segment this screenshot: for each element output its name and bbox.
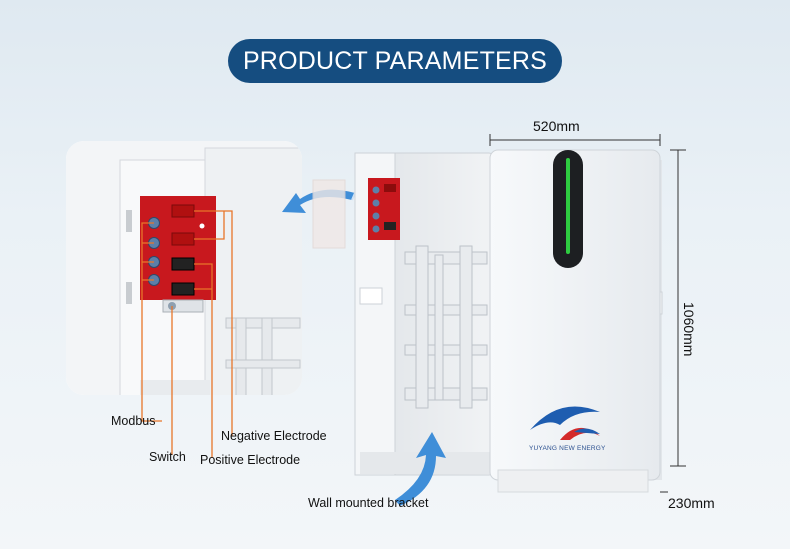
height-label: 1060mm — [681, 302, 697, 357]
cabinet-side-view — [354, 152, 494, 476]
dimension-lines — [489, 134, 686, 493]
callout-modbus: Modbus — [111, 414, 156, 428]
callout-positive-electrode: Positive Electrode — [200, 453, 301, 467]
wall-bracket — [404, 245, 488, 409]
width-label: 520mm — [533, 118, 580, 134]
battery-cabinet-front — [489, 149, 663, 493]
arrow-up-icon — [395, 432, 446, 506]
callout-wall-bracket: Wall mounted bracket — [308, 496, 429, 510]
led-indicator — [566, 158, 570, 254]
depth-label: 230mm — [668, 495, 715, 511]
callout-leader-lines — [141, 210, 233, 458]
zoom-detail-panel — [66, 141, 302, 395]
logo-text: YUYANG NEW ENERGY — [529, 445, 606, 452]
callout-negative-electrode: Negative Electrode — [221, 429, 327, 443]
callout-switch: Switch — [149, 450, 186, 464]
brand-logo — [530, 406, 600, 440]
page-title: PRODUCT PARAMETERS — [228, 39, 562, 83]
